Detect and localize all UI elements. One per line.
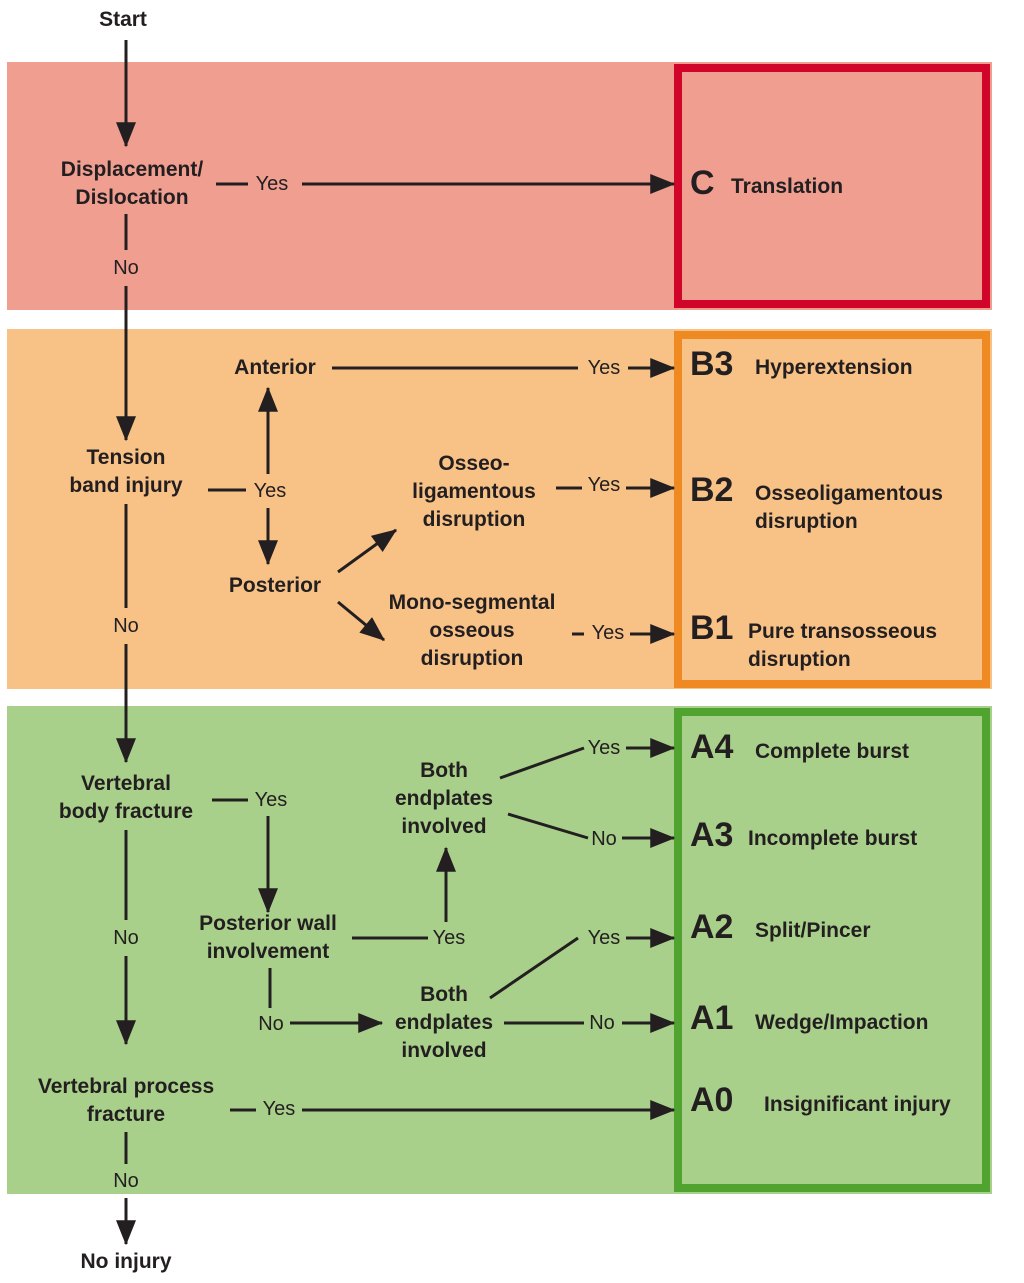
node-monosegmental: Mono-segmental osseous disruption	[388, 591, 556, 670]
result-desc-c: Translation	[731, 175, 844, 198]
node-posterior-wall: Posterior wall involvement	[199, 912, 337, 963]
node-posterior: Posterior	[228, 574, 322, 597]
label-no-wall: No	[258, 1013, 284, 1035]
label-no-lower-endplates: No	[589, 1012, 615, 1034]
line-endplates-upper-yes	[499, 746, 585, 780]
result-desc-a3: Incomplete burst	[748, 827, 918, 850]
label-yes-wall: Yes	[432, 927, 466, 949]
result-desc-a1: Wedge/Impaction	[755, 1011, 929, 1034]
label-yes-lower-endplates: Yes	[587, 927, 621, 949]
result-code-a0: A0	[690, 1081, 734, 1119]
line-endplates-lower-yes	[489, 936, 579, 1000]
node-endplates-lower: Both endplates involved	[394, 983, 494, 1062]
label-yes-upper-endplates: Yes	[587, 737, 621, 759]
label-yes-body: Yes	[254, 789, 288, 811]
result-code-a2: A2	[690, 908, 734, 946]
result-box-a	[674, 708, 990, 1192]
result-box-c	[674, 64, 990, 308]
label-yes-osseo: Yes	[587, 474, 621, 496]
label-no-upper-endplates: No	[591, 828, 617, 850]
result-code-a3: A3	[690, 816, 734, 854]
node-vertebral-body: Vertebral body fracture	[58, 772, 194, 823]
label-no-displacement: No	[113, 257, 139, 279]
label-no-process: No	[113, 1170, 139, 1192]
node-no-injury: No injury	[80, 1250, 172, 1273]
result-desc-b1: Pure transosseous disruption	[748, 620, 938, 671]
result-desc-a2: Split/Pincer	[755, 919, 871, 942]
band-a	[7, 706, 992, 1194]
result-desc-b2: Osseoligamentous disruption	[755, 482, 943, 533]
node-anterior: Anterior	[234, 356, 316, 379]
label-yes-tension: Yes	[253, 480, 287, 502]
label-no-body: No	[113, 927, 139, 949]
node-vertebral-process: Vertebral process fracture	[37, 1075, 215, 1126]
result-code-b1: B1	[690, 609, 734, 647]
result-code-c: C	[690, 164, 715, 202]
arrow-posterior-mono	[337, 600, 385, 642]
band-b	[7, 329, 992, 689]
result-code-a4: A4	[690, 728, 734, 766]
node-osseoligamentous: Osseo- ligamentous disruption	[412, 452, 536, 531]
node-displacement: Displacement/ Dislocation	[60, 158, 204, 209]
label-no-tension: No	[113, 615, 139, 637]
label-yes-anterior: Yes	[587, 357, 621, 379]
result-code-b2: B2	[690, 471, 734, 509]
result-code-a1: A1	[690, 999, 734, 1037]
label-yes-displacement: Yes	[255, 173, 289, 195]
arrow-posterior-osseo	[337, 528, 398, 574]
result-desc-a0: Insignificant injury	[764, 1093, 951, 1116]
result-box-b	[674, 331, 990, 688]
result-code-b3: B3	[690, 345, 734, 383]
node-start: Start	[99, 8, 147, 31]
label-yes-process: Yes	[262, 1098, 296, 1120]
node-endplates-upper: Both endplates involved	[394, 759, 494, 838]
label-yes-mono: Yes	[591, 622, 625, 644]
line-endplates-upper-no	[507, 812, 589, 840]
result-desc-a4: Complete burst	[755, 740, 910, 763]
band-c	[7, 62, 992, 310]
result-desc-b3: Hyperextension	[755, 356, 913, 379]
node-tension: Tension band injury	[69, 446, 183, 497]
